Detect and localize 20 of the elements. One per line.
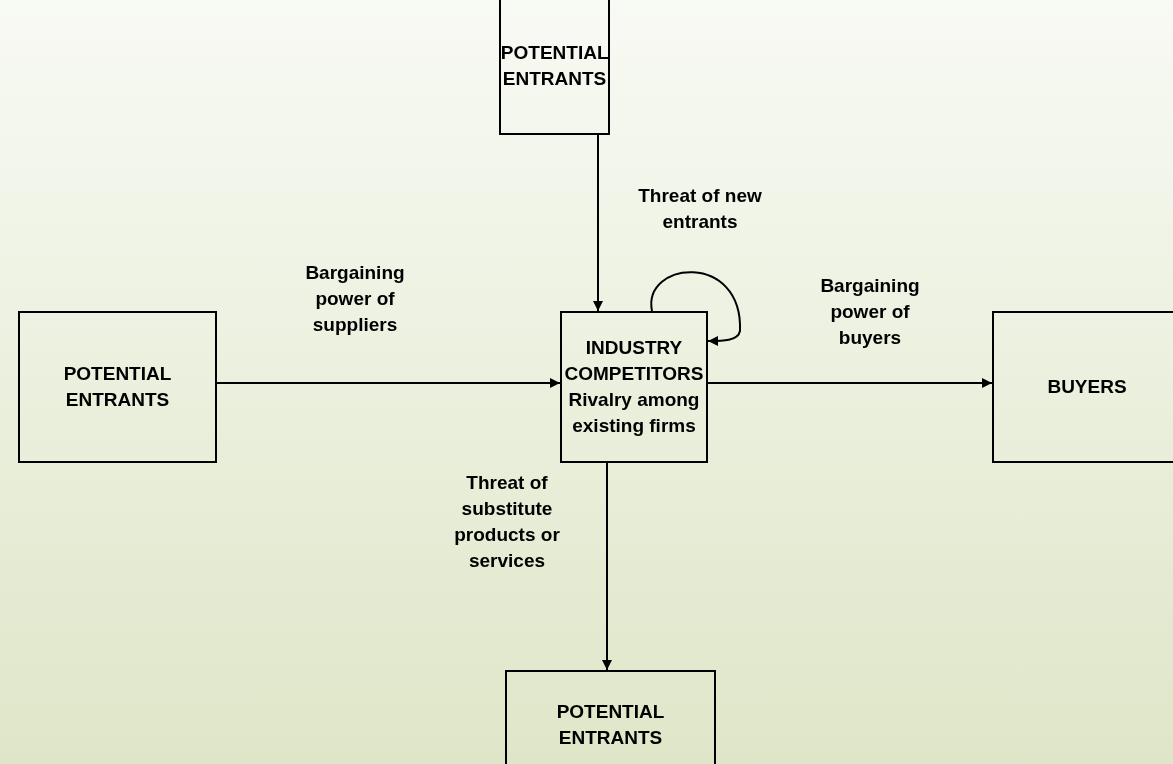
box-text: POTENTIAL ENTRANTS <box>555 700 666 750</box>
edge-label: Bargaining power of buyers <box>819 274 921 350</box>
box-text: POTENTIAL ENTRANTS <box>499 41 610 91</box>
process-box <box>18 311 217 463</box>
process-box <box>505 670 716 764</box>
edge-label: Threat of new entrants <box>637 184 763 234</box>
box-text: Rivalry among existing firms <box>567 388 701 438</box>
arrow <box>602 462 612 671</box>
process-box <box>560 311 708 463</box>
box-text: POTENTIAL ENTRANTS <box>62 362 173 412</box>
arrow <box>650 271 741 346</box>
process-box <box>992 311 1173 463</box>
edge-label: Bargaining power of suppliers <box>304 261 406 337</box>
box-text: INDUSTRY COMPETITORS <box>563 336 705 386</box>
arrow <box>707 378 993 388</box>
arrow <box>593 134 603 312</box>
arrow <box>216 378 561 388</box>
edge-label: Threat of substitute products or services <box>453 471 561 573</box>
box-text: BUYERS <box>1046 375 1128 399</box>
process-box <box>499 0 610 135</box>
